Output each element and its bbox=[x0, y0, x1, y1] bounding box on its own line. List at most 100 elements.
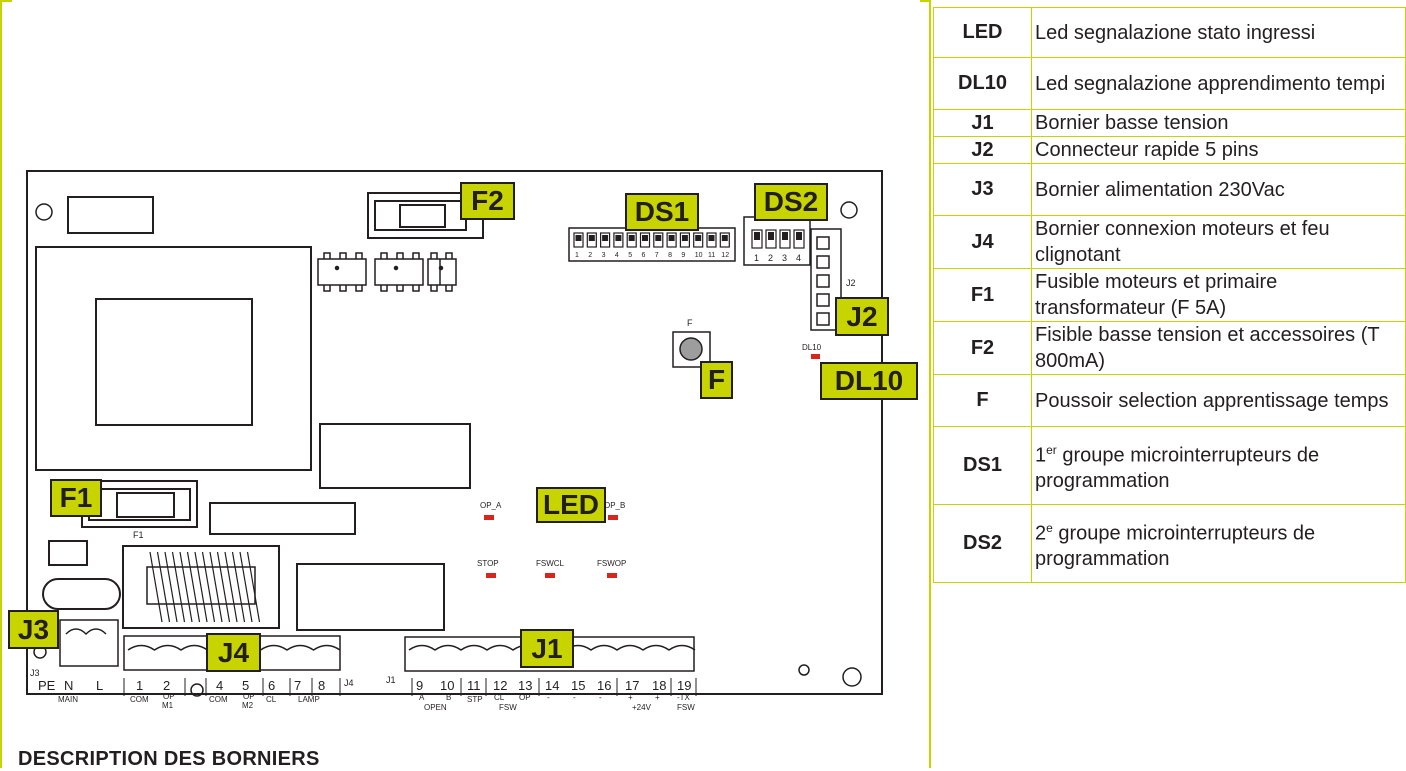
j1-sub-stp: STP bbox=[467, 695, 483, 704]
led-fswcl-label: FSWCL bbox=[536, 559, 565, 568]
j1-group-24v: +24V bbox=[632, 703, 652, 712]
status-leds: OP_A OP_B STOP FSWCL FSWOP bbox=[477, 501, 626, 578]
led-fswop bbox=[607, 573, 617, 578]
dip-switch-key bbox=[599, 232, 611, 248]
dip-switch-key bbox=[586, 232, 597, 248]
legend-key: DS1 bbox=[933, 426, 1032, 505]
j1-sub-op: OP bbox=[519, 693, 531, 702]
callout-j1: J1 bbox=[520, 629, 574, 668]
dip-switch-number: 1 bbox=[575, 252, 579, 259]
dip-switch-knob bbox=[588, 235, 595, 241]
legend-ordinal-suffix: e bbox=[1046, 520, 1053, 535]
j1-sub-plus: + bbox=[628, 693, 633, 702]
dip-switch-key bbox=[573, 232, 584, 248]
terminal-18: 18 bbox=[652, 678, 666, 693]
callout-j4: J4 bbox=[206, 633, 261, 672]
legend-row: F Poussoir selection apprentissage temps bbox=[933, 374, 1406, 427]
j4-sub-m2: M2 bbox=[242, 701, 254, 710]
mounting-hole bbox=[190, 683, 204, 697]
mains-group-label: MAIN bbox=[58, 695, 78, 704]
dip-switch-knob bbox=[695, 235, 702, 241]
legend-row: DL10 Led segnalazione apprendimento temp… bbox=[933, 57, 1406, 110]
callout-dl10: DL10 bbox=[820, 362, 918, 400]
dip-switch-key bbox=[719, 232, 730, 248]
led-op-a bbox=[484, 515, 494, 520]
legend-description: 2e groupe microinterrupteurs de programm… bbox=[1031, 504, 1406, 583]
led-fswcl bbox=[545, 573, 555, 578]
terminal-7: 7 bbox=[294, 678, 301, 693]
legend-description: 1er groupe microinterrupteurs de program… bbox=[1031, 426, 1406, 505]
j4-sub-op: OP bbox=[243, 692, 255, 701]
dip-switch-knob bbox=[721, 235, 728, 241]
led-fswop-label: FSWOP bbox=[597, 559, 626, 568]
dip-switch-key bbox=[626, 232, 637, 248]
pcb-outline bbox=[26, 170, 883, 695]
dip-switch-number: 8 bbox=[668, 252, 672, 259]
legend-description: Poussoir selection apprentissage temps bbox=[1031, 374, 1406, 427]
fuse-f2-body bbox=[399, 204, 446, 228]
terminal-5: 5 bbox=[242, 678, 249, 693]
legend-row: J1 Bornier basse tension bbox=[933, 109, 1406, 137]
j4-sub-op: OP bbox=[163, 692, 175, 701]
dip-switch-knob bbox=[782, 232, 788, 240]
dip-switch-key bbox=[793, 229, 805, 249]
callout-j3: J3 bbox=[8, 610, 59, 649]
legend-row: J2 Connecteur rapide 5 pins bbox=[933, 136, 1406, 164]
dip-switch-key bbox=[693, 232, 704, 248]
j3-pcb-label: J3 bbox=[30, 668, 40, 678]
terminal-n: N bbox=[64, 678, 73, 693]
legend-row: F1 Fusible moteurs et primaire transform… bbox=[933, 268, 1406, 322]
dip-switch-key bbox=[751, 229, 763, 249]
dip-switch-key bbox=[679, 232, 691, 248]
dip-switch-number: 3 bbox=[602, 252, 606, 259]
dip-switch-number: 10 bbox=[695, 252, 703, 259]
led-op-b-label: OP_B bbox=[604, 501, 625, 510]
callout-f2: F2 bbox=[460, 182, 515, 220]
legend-row: J3 Bornier alimentation 230Vac bbox=[933, 163, 1406, 216]
led-op-a-label: OP_A bbox=[480, 501, 502, 510]
dip-switch-number: 2 bbox=[768, 253, 773, 263]
dip-switch-key bbox=[765, 229, 777, 249]
legend-key: F bbox=[933, 374, 1032, 427]
j4-pcb-label: J4 bbox=[344, 678, 354, 688]
led-stop-label: STOP bbox=[477, 559, 499, 568]
j1-sub-plus: + bbox=[655, 693, 660, 702]
dip-switch-knob bbox=[615, 235, 622, 241]
j4-sub-m1: M1 bbox=[162, 701, 174, 710]
dip-switch-number: 1 bbox=[754, 253, 759, 263]
legend-row: DS1 1er groupe microinterrupteurs de pro… bbox=[933, 426, 1406, 505]
led-op-b bbox=[608, 515, 618, 520]
legend-key: J3 bbox=[933, 163, 1032, 216]
terminal-2: 2 bbox=[163, 678, 170, 693]
legend-row: DS2 2e groupe microinterrupteurs de prog… bbox=[933, 504, 1406, 583]
legend-key: J2 bbox=[933, 136, 1032, 164]
legend-description: Connecteur rapide 5 pins bbox=[1031, 136, 1406, 164]
legend-ordinal: 2 bbox=[1035, 522, 1047, 545]
j1-pcb-label: J1 bbox=[386, 675, 396, 685]
callout-ds1: DS1 bbox=[625, 193, 699, 231]
callout-j2: J2 bbox=[835, 297, 889, 336]
dip-switch-number: 5 bbox=[628, 252, 632, 259]
dip-switch-number: 4 bbox=[615, 252, 619, 259]
callout-f1: F1 bbox=[50, 479, 102, 517]
transformer bbox=[35, 246, 312, 471]
terminal-16: 16 bbox=[597, 678, 611, 693]
mounting-hole bbox=[840, 201, 858, 219]
component-block bbox=[209, 502, 356, 535]
dip-switch-key bbox=[779, 229, 791, 249]
dl10-pcb-label: DL10 bbox=[802, 343, 822, 352]
dip-switch-knob bbox=[668, 235, 675, 241]
frame-top-left-rule bbox=[0, 0, 12, 2]
legend-description: Bornier connexion moteurs et feu clignot… bbox=[1031, 215, 1406, 269]
frame-top-right-rule bbox=[920, 0, 930, 2]
frame-left-rule bbox=[0, 0, 2, 768]
dip-switch-number: 11 bbox=[708, 252, 715, 259]
component-block bbox=[48, 540, 88, 566]
j1-sub-minus: - bbox=[599, 693, 602, 702]
legend-key: DS2 bbox=[933, 504, 1032, 583]
j1-sub-minus: - bbox=[573, 693, 576, 702]
dip-switch-number: 6 bbox=[642, 252, 646, 259]
